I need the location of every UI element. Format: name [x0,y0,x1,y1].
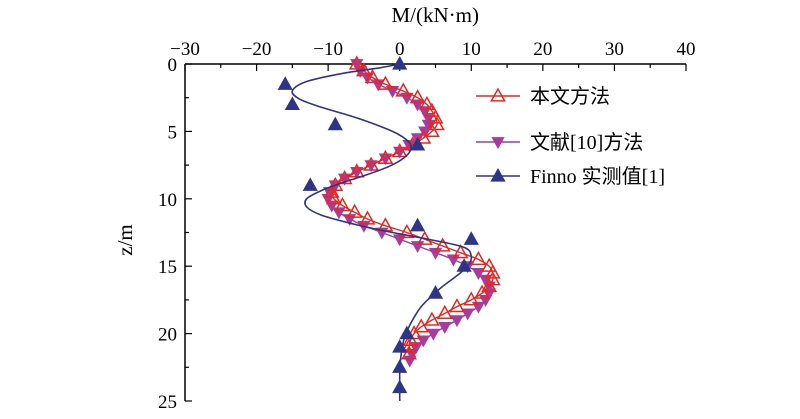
series-1-point [413,318,430,333]
y-tick-label: 10 [158,190,177,211]
series-3-point [392,56,408,70]
legend-label-series-1: 本文方法 [530,85,610,108]
series-3-point [284,96,300,111]
series-1-point [449,298,465,313]
series-1-point [429,116,445,131]
legend-marker-series-1 [490,87,506,102]
series-3-point [427,285,444,299]
series-3-point [327,116,343,131]
series-1-point [401,345,417,360]
series-1-point [481,277,498,293]
series-1-point [434,237,451,252]
y-tick-labels: 0 5 10 15 20 25 [158,55,177,413]
y-tick-label: 15 [158,257,177,278]
series-1-point [395,82,412,97]
series-1-point [398,223,415,239]
series-1-point [463,291,480,306]
series-1-point [346,203,363,218]
series-1-point [423,122,440,138]
series-3-point [456,258,472,272]
series-1-point [363,156,380,171]
series-3-point [399,325,415,340]
series-1-point [364,68,381,84]
series-1-point [436,304,453,320]
series-3-point [463,231,479,245]
series-1-point [336,170,353,185]
series-1-point [348,55,365,70]
series-1-point [325,190,342,205]
x-axis-title: M/(kN·m) [392,3,480,27]
series-1-point [427,109,444,124]
series-1-point [359,210,376,225]
y-axis-title: z/m [113,224,137,256]
y-tick-label: 0 [168,55,178,76]
series-3-point [302,177,318,191]
series-1-point [401,338,417,353]
series-1-point [409,89,426,104]
series-2-point [332,207,346,220]
legend-marker-series-2 [491,137,505,149]
y-tick-label: 5 [168,122,178,143]
plot-area [277,55,501,401]
x-tick-label: 0 [395,39,405,60]
series-3-point [392,379,408,394]
legend-marker-series-3 [490,168,506,182]
series-3-point [392,339,408,353]
axes [184,63,687,402]
series-1-point [423,311,440,326]
series-1-point [391,143,408,158]
legend-label-series-2: 文献[10]方法 [530,131,643,154]
x-tick-label: 20 [533,39,552,60]
series-2-point [450,315,464,328]
x-tick-label: −30 [170,39,200,60]
series-2-point [446,254,461,267]
legend: 本文方法 文献[10]方法 Finno 实测值[1] [476,85,665,188]
x-tick-label: 40 [677,39,696,60]
series-3-point [410,217,426,232]
series-1-point [377,75,394,90]
x-tick-label: 30 [605,39,624,60]
series-3-point [392,359,408,373]
series-2-point [471,301,486,314]
x-tick-labels: −30 −20 −10 0 10 20 30 40 [170,39,695,60]
series-2-point [426,328,441,341]
series-1-point [415,129,432,144]
x-tick-label: 10 [462,39,481,60]
series-1-point [402,331,419,346]
series-1-point [470,250,487,266]
series-1-point [418,95,435,111]
series-3-point [410,136,426,151]
series-1-point [334,197,351,212]
y-tick-label: 20 [158,325,177,346]
y-tick-label: 25 [158,392,177,413]
series-2-point [402,139,416,152]
series-1-point [452,244,469,259]
legend-label-series-3: Finno 实测值[1] [530,165,665,188]
series-1-point [474,284,490,299]
x-tick-label: −20 [242,39,272,60]
series-2-point [438,321,452,334]
series-3-point [277,76,293,90]
series-1-point [348,163,365,178]
series-1-point [377,149,394,165]
series-1-point [484,264,501,279]
x-tick-label: −10 [313,39,343,60]
